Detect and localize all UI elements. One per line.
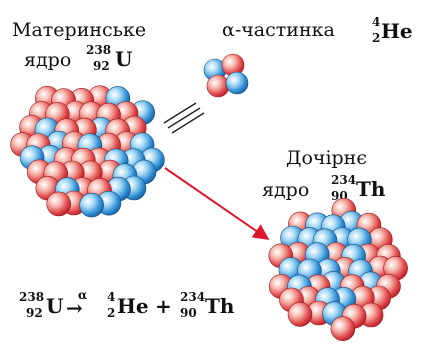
parent-nucleus-label: Материнське ядро 238 92 U — [12, 19, 146, 73]
eq-u-symbol: U — [46, 294, 63, 318]
eq-he-symbol: He — [117, 294, 149, 318]
decay-equation: 238 92 U α → 4 2 He + 234 90 Th — [19, 288, 235, 320]
decay-arrow — [165, 168, 268, 239]
alpha-symbol: He — [381, 19, 413, 43]
alpha-mass-number: 4 — [372, 15, 380, 29]
eq-he-mass: 4 — [107, 290, 115, 304]
parent-symbol: U — [115, 47, 132, 71]
eq-u-mass: 238 — [19, 290, 44, 304]
parent-label-line1: Материнське — [12, 19, 146, 41]
daughter-symbol: Th — [356, 177, 386, 201]
proton — [288, 302, 312, 326]
proton — [207, 75, 229, 97]
daughter-nucleus-label: Дочірнє ядро 234 90 Th — [262, 147, 386, 203]
alpha-particle-label: α-частинка 4 2 He — [222, 15, 413, 45]
eq-th-symbol: Th — [205, 294, 235, 318]
eq-u-charge: 92 — [26, 306, 43, 320]
parent-label-line2: ядро — [24, 49, 71, 71]
daughter-mass-number: 234 — [331, 173, 356, 187]
alpha-label: α-частинка — [222, 19, 335, 41]
eq-th-charge: 90 — [180, 306, 197, 320]
alpha-charge-number: 2 — [372, 31, 380, 45]
parent-nucleus — [11, 86, 165, 217]
daughter-label-line2: ядро — [262, 179, 309, 201]
parent-mass-number: 238 — [86, 43, 111, 57]
neutron — [226, 72, 248, 94]
proton — [331, 317, 355, 341]
eq-th-mass: 234 — [180, 290, 205, 304]
daughter-label-line1: Дочірнє — [286, 147, 367, 169]
daughter-nucleus — [269, 198, 408, 340]
eq-he-charge: 2 — [107, 306, 115, 320]
parent-charge-number: 92 — [93, 59, 110, 73]
proton — [47, 192, 71, 216]
eq-plus: + — [155, 294, 172, 318]
alpha-particle — [204, 54, 248, 97]
neutron — [80, 193, 104, 217]
alpha-motion-lines — [164, 103, 204, 133]
eq-arrow: → — [66, 296, 83, 320]
